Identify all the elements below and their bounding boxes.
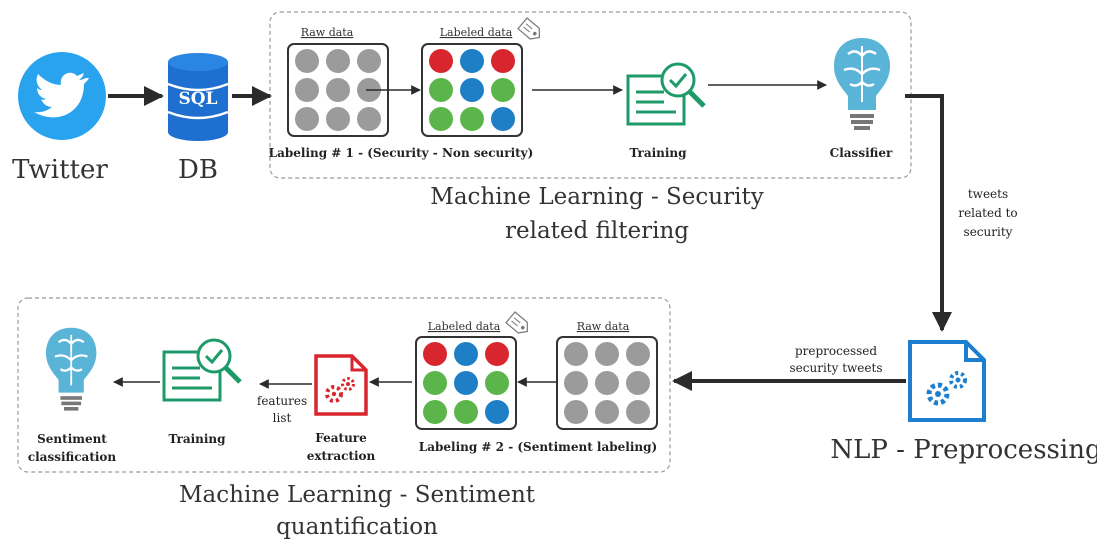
grid-dot [491, 49, 515, 73]
grid-dot [485, 400, 509, 424]
stage2-training-label: Training [168, 432, 226, 446]
grid-dot [295, 49, 319, 73]
gears-document-icon [314, 354, 368, 416]
grid-dot [460, 78, 484, 102]
stage2-labeled-data-label: Labeled data [428, 320, 501, 333]
grid-dot [454, 342, 478, 366]
features-list-line1: features [257, 394, 307, 408]
db-label: DB [178, 155, 218, 185]
gears-document-icon [908, 340, 986, 422]
sentiment-quantification-group [17, 297, 671, 473]
preprocessed-label-line2: security tweets [790, 361, 883, 375]
grid-dot [626, 371, 650, 395]
tweets-label-line2: related to [958, 206, 1017, 220]
grid-dot [454, 400, 478, 424]
grid-dot [564, 371, 588, 395]
tweets-label-line3: security [964, 225, 1013, 239]
grid-dot [626, 400, 650, 424]
grid-dot [491, 78, 515, 102]
grid-dot [454, 371, 478, 395]
grid-dot [326, 49, 350, 73]
stage2-title-line1: Machine Learning - Sentiment [179, 482, 536, 508]
twitter-icon [18, 52, 106, 140]
stage1-title-line1: Machine Learning - Security [430, 184, 763, 210]
stage2-title-line2: quantification [276, 514, 438, 540]
stage2-labeling-label: Labeling # 2 - (Sentiment labeling) [419, 440, 657, 454]
sql-database-icon: SQL [167, 53, 229, 141]
grid-dot [429, 49, 453, 73]
feature-extraction-line2: extraction [307, 449, 376, 463]
arrow-classifier-nlp [905, 94, 952, 332]
grid-dot [423, 400, 447, 424]
sentiment-classification-line2: classification [28, 450, 117, 464]
tag-icon [517, 17, 540, 40]
grid-dot [357, 107, 381, 131]
grid-dot [423, 371, 447, 395]
tag-icon [505, 311, 528, 334]
features-list-line2: list [273, 411, 292, 425]
stage1-raw-data-label: Raw data [301, 26, 354, 39]
grid-dot [357, 49, 381, 73]
grid-dot [295, 107, 319, 131]
sentiment-classification-line1: Sentiment [37, 432, 107, 446]
training-document-icon [626, 62, 706, 126]
twitter-label: Twitter [12, 155, 108, 185]
brain-bulb-icon [46, 327, 97, 411]
brain-bulb-icon [834, 38, 890, 130]
grid-dot [295, 78, 319, 102]
stage1-labeled-data-grid [421, 43, 523, 137]
grid-dot [460, 107, 484, 131]
grid-dot [595, 400, 619, 424]
grid-dot [564, 342, 588, 366]
nlp-label: NLP - Preprocessing [830, 435, 1097, 465]
grid-dot [429, 78, 453, 102]
classifier-label: Classifier [830, 146, 893, 160]
stage1-labeling-label: Labeling # 1 - (Security - Non security) [269, 146, 534, 160]
grid-dot [626, 342, 650, 366]
grid-dot [485, 342, 509, 366]
grid-dot [564, 400, 588, 424]
grid-dot [326, 78, 350, 102]
sql-text: SQL [178, 89, 217, 109]
grid-dot [429, 107, 453, 131]
grid-dot [460, 49, 484, 73]
grid-dot [326, 107, 350, 131]
stage1-title-line2: related filtering [505, 218, 689, 244]
grid-dot [595, 371, 619, 395]
stage1-training-label: Training [629, 146, 687, 160]
grid-dot [485, 371, 509, 395]
tweets-label-line1: tweets [968, 187, 1008, 201]
grid-dot [491, 107, 515, 131]
feature-extraction-line1: Feature [315, 431, 367, 445]
grid-dot [595, 342, 619, 366]
stage2-raw-data-grid [556, 336, 658, 430]
stage2-labeled-data-grid [415, 336, 517, 430]
stage1-labeled-data-label: Labeled data [440, 26, 513, 39]
stage2-raw-data-label: Raw data [577, 320, 630, 333]
training-document-icon [162, 338, 242, 402]
grid-dot [423, 342, 447, 366]
preprocessed-label-line1: preprocessed [795, 344, 877, 358]
